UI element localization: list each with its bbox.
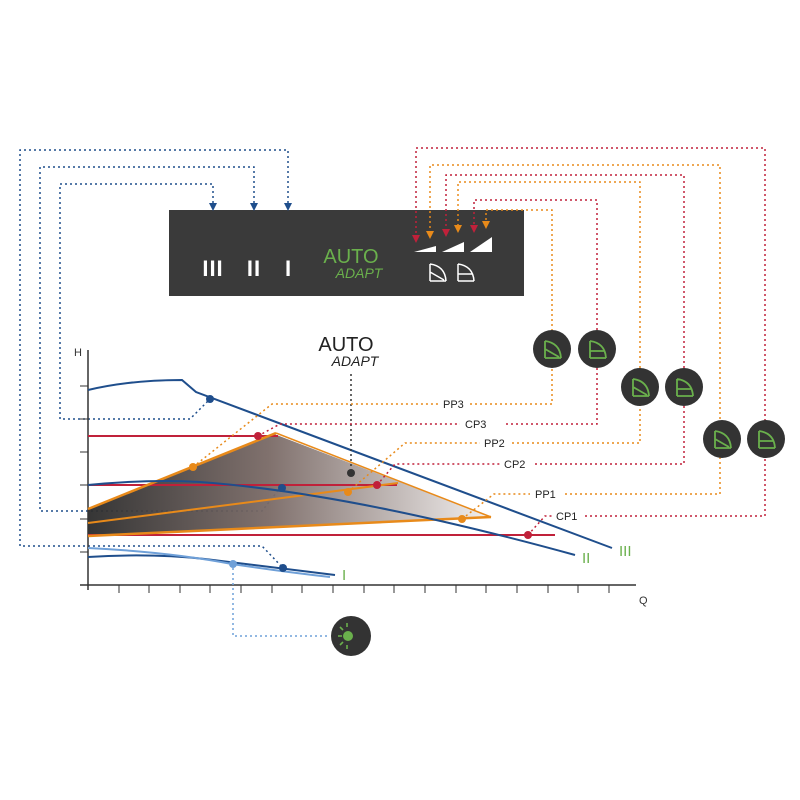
pp3-line (87, 431, 277, 511)
panel-auto-label[interactable]: AUTO (323, 246, 378, 268)
mode-i-label[interactable]: I (285, 256, 291, 281)
cp1-constant-pressure-icon[interactable] (747, 420, 785, 458)
pump-curve-i (87, 554, 336, 576)
cp3-constant-pressure-icon[interactable] (578, 330, 616, 368)
label-cp3: CP3 (465, 419, 486, 431)
curve-label-ii: II (582, 550, 590, 567)
mode-iii-label[interactable]: III (202, 256, 223, 281)
panel-constant-pressure-icon[interactable] (457, 263, 475, 282)
label-pp1: PP1 (535, 489, 556, 501)
panel-proportional-pressure-icon[interactable] (429, 263, 447, 282)
label-pp3: PP3 (443, 399, 464, 411)
cp-connectors (257, 147, 766, 536)
panel-adapt-label: ADAPT (335, 265, 384, 281)
center-adapt-label: ADAPT (331, 353, 380, 369)
pp2-proportional-pressure-icon[interactable] (621, 368, 659, 406)
pump-curve-ii (87, 480, 576, 556)
pump-curve-iii (87, 378, 613, 549)
pp-boundary (275, 432, 492, 518)
point-iii (206, 395, 214, 403)
night-curve (87, 547, 331, 578)
night-mode-icon[interactable] (331, 616, 371, 656)
y-axis-ticks (80, 385, 88, 553)
ramp-level-3-icon[interactable] (470, 237, 492, 252)
ramp-level-1-icon[interactable] (414, 246, 436, 252)
pp1-proportional-pressure-icon[interactable] (703, 420, 741, 458)
curve-label-iii: III (619, 543, 632, 560)
point-i (279, 564, 287, 572)
point-night (229, 560, 237, 568)
y-axis-label: H (74, 347, 82, 359)
cp2-constant-pressure-icon[interactable] (665, 368, 703, 406)
x-axis-label: Q (639, 595, 648, 607)
x-axis-ticks (118, 585, 610, 593)
pp3-proportional-pressure-icon[interactable] (533, 330, 571, 368)
label-cp1: CP1 (556, 511, 577, 523)
label-cp2: CP2 (504, 459, 525, 471)
point-auto (347, 469, 355, 477)
night-connector (232, 568, 330, 637)
pp1-line (87, 515, 492, 538)
label-pp2: PP2 (484, 438, 505, 450)
curve-label-i: I (342, 567, 346, 584)
pp-connectors (192, 164, 721, 520)
center-auto-label: AUTO (318, 334, 373, 356)
ramp-level-2-icon[interactable] (442, 242, 464, 252)
mode-ii-label[interactable]: II (247, 256, 261, 281)
point-ii (278, 484, 286, 492)
